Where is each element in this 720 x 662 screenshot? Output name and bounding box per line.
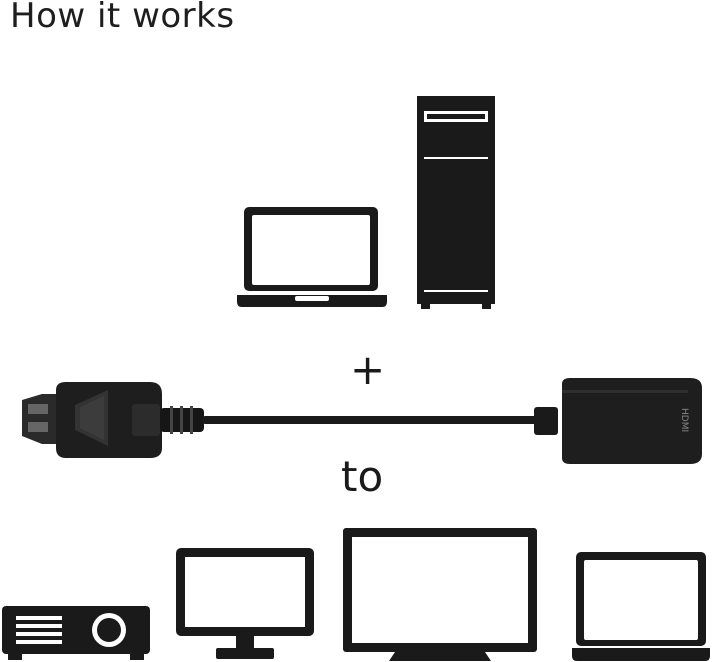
desktop-tower-icon [417, 96, 495, 309]
plus-sign: + [350, 345, 386, 394]
laptop-icon [572, 552, 710, 661]
projector-icon [2, 606, 150, 660]
hdmi-label: HDMI [679, 408, 689, 432]
laptop-icon [237, 207, 387, 307]
monitor-icon [176, 548, 314, 659]
displayport-to-hdmi-adapter-icon: HDMI [22, 378, 702, 464]
tv-icon [343, 528, 537, 661]
page-title: How it works [10, 0, 235, 36]
connector-word: to [341, 452, 384, 501]
